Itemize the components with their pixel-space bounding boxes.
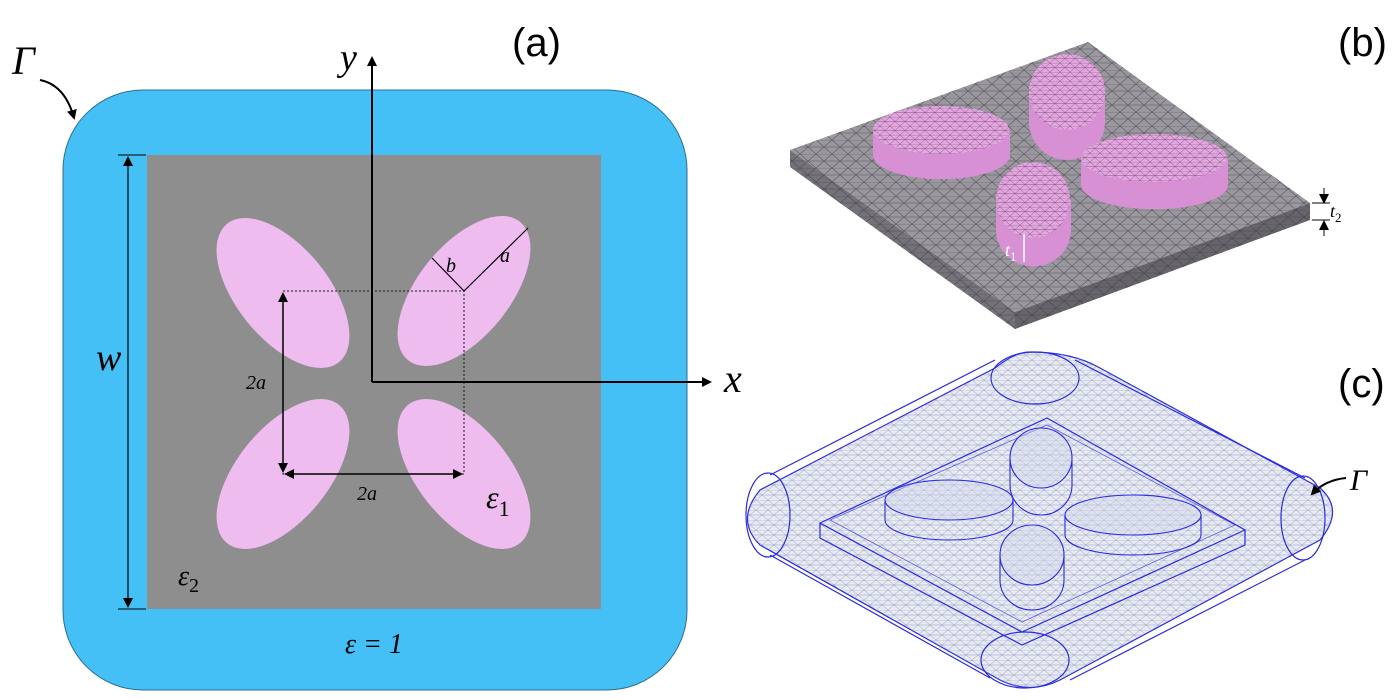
tube-edge-bottom-left (769, 554, 991, 679)
inner-pillar-right-top (1064, 494, 1202, 536)
dim-a-label: a (500, 245, 510, 267)
inner-slab-thickness (819, 523, 1246, 646)
tube-edge-top-right (1074, 359, 1306, 479)
eps2-label: ε2 (178, 561, 199, 597)
semi-axis-b-line (431, 257, 465, 292)
end-cap-top (990, 351, 1080, 405)
pillar-right-top-mesh (1081, 134, 1227, 182)
gamma-label-a: Γ (11, 38, 37, 83)
gamma-arrow (39, 79, 77, 120)
panel-a: (a) Γ y x w b a 2a 2a ε1 ε2 ε = 1 (11, 21, 742, 691)
outer-wireframe-mesh (747, 352, 1333, 688)
t2-label: t2 (1330, 201, 1342, 225)
panel-c: Γ (c) (745, 351, 1385, 689)
y-axis-label: y (336, 37, 357, 79)
t1-label: t1 (1005, 240, 1017, 264)
gamma-arrow-c (1310, 477, 1347, 496)
panel-c-tag: (c) (1338, 362, 1385, 406)
end-cap-right (1280, 475, 1326, 561)
panel-a-tag: (a) (512, 21, 561, 65)
inner-pillar-top-top (1009, 427, 1073, 489)
inner-pillar-bottom-top (999, 524, 1065, 586)
panel-b-tag: (b) (1338, 21, 1387, 65)
pillar-left-top-mesh (873, 106, 1009, 154)
tube-edge-bottom-right (1069, 559, 1306, 681)
pillar-top-top-mesh (1029, 54, 1105, 130)
inner-pillar-top (1009, 458, 1073, 516)
eps1-label: ε1 (486, 479, 510, 521)
w-label: w (96, 337, 122, 379)
eps-outer-label: ε = 1 (345, 629, 403, 660)
inner-slab-mid (829, 424, 1236, 623)
dim-b-label: b (446, 255, 456, 277)
inner-pillar-right (1064, 515, 1202, 556)
x-axis-label: x (723, 356, 742, 401)
inner-pillar-bottom (999, 555, 1065, 611)
gamma-label-c: Γ (1349, 464, 1369, 497)
dim-horizontal-label: 2a (357, 483, 377, 505)
pillar-bottom-top-mesh (996, 162, 1070, 238)
end-cap-left (745, 472, 791, 558)
inner-pillar-left-top (884, 479, 1014, 521)
end-cap-bottom (980, 631, 1070, 689)
semi-axis-a-line (463, 227, 529, 292)
slab-front-left-side-mesh (790, 150, 1015, 329)
panel-b: t1 t2 (b) (790, 21, 1387, 329)
slab-front-right-side-mesh (1015, 203, 1310, 329)
dim-vertical-label: 2a (246, 372, 266, 394)
tube-edge-top-left (769, 359, 996, 476)
inner-pillar-left (884, 500, 1014, 541)
